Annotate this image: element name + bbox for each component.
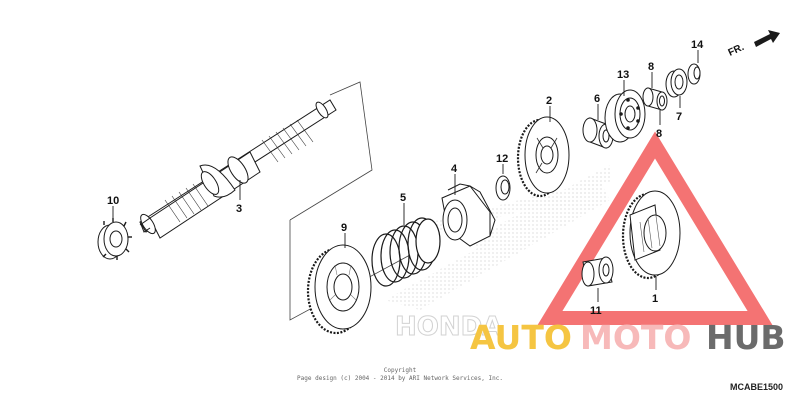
honda-wing-logo-background: HONDA <box>385 165 612 343</box>
copyright-notice: Copyright Page design (c) 2004 - 2014 by… <box>297 367 503 382</box>
washer-part-14 <box>687 63 701 85</box>
gear-part-1 <box>621 190 681 280</box>
watermark-triangle <box>537 131 773 325</box>
clutch-cam-part-4 <box>441 183 496 247</box>
front-arrow-icon <box>754 30 780 47</box>
part-label-7: 7 <box>676 111 682 123</box>
part-number-labels: 10 3 9 5 4 12 2 6 13 8 8 7 14 1 11 <box>107 39 704 317</box>
copyright-line-1: Copyright <box>384 367 417 374</box>
part-label-14: 14 <box>691 39 704 51</box>
part-label-13: 13 <box>617 69 629 81</box>
part-label-10: 11 <box>590 305 602 317</box>
gear-part-9 <box>306 244 372 335</box>
watermark-moto: MOTO <box>580 318 691 357</box>
washer-part-12 <box>495 175 511 201</box>
part-label-11: 10 <box>107 195 119 207</box>
spring-part-5 <box>371 217 441 287</box>
front-direction-indicator: FR. <box>727 30 780 59</box>
watermark-auto: AUTO <box>470 318 572 357</box>
cone-collar-part-10 <box>581 256 614 287</box>
part-label-8-upper: 8 <box>648 61 654 73</box>
leader-lines <box>112 50 699 302</box>
diagram-code: MCABE1500 <box>730 382 783 392</box>
gear-part-2 <box>516 116 570 198</box>
part-label-4: 4 <box>451 163 458 175</box>
watermark-hub: HUB <box>706 318 786 357</box>
part-label-9: 9 <box>341 222 347 234</box>
bearing-part-7 <box>665 68 688 98</box>
part-label-2: 2 <box>546 95 552 107</box>
fr-label: FR. <box>727 42 746 59</box>
sprocket-nut-part-11 <box>97 218 132 260</box>
bearing-part-13 <box>604 89 646 143</box>
part-label-12: 12 <box>496 153 508 165</box>
honda-logo-text: HONDA <box>395 312 502 342</box>
part-label-1: 1 <box>652 293 658 305</box>
part-label-6: 6 <box>594 93 600 105</box>
main-shaft-part-3 <box>139 99 337 239</box>
part-label-8-lower: 8 <box>656 128 662 140</box>
copyright-line-2: Page design (c) 2004 - 2014 by ARI Netwo… <box>297 375 503 382</box>
part-label-3: 3 <box>236 203 242 215</box>
part-label-5: 5 <box>400 192 406 204</box>
automotohub-watermark: AUTO MOTO HUB <box>470 318 786 357</box>
bushing-part-8 <box>642 87 668 111</box>
